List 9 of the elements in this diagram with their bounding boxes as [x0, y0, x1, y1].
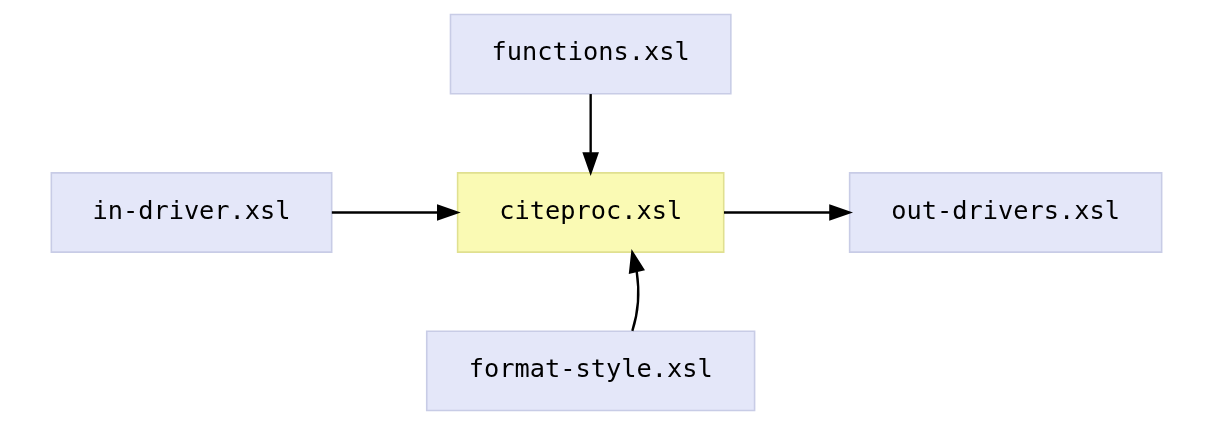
arrow: [628, 248, 645, 332]
node-box: citeproc.xsl: [456, 172, 724, 253]
node-box: functions.xsl: [449, 13, 732, 95]
node-box: format-style.xsl: [425, 330, 755, 412]
arrow: [581, 94, 599, 177]
node-box: in-driver.xsl: [50, 172, 332, 253]
arrow: [331, 204, 461, 221]
node-box: out-drivers.xsl: [848, 172, 1162, 253]
arrow: [723, 204, 853, 221]
